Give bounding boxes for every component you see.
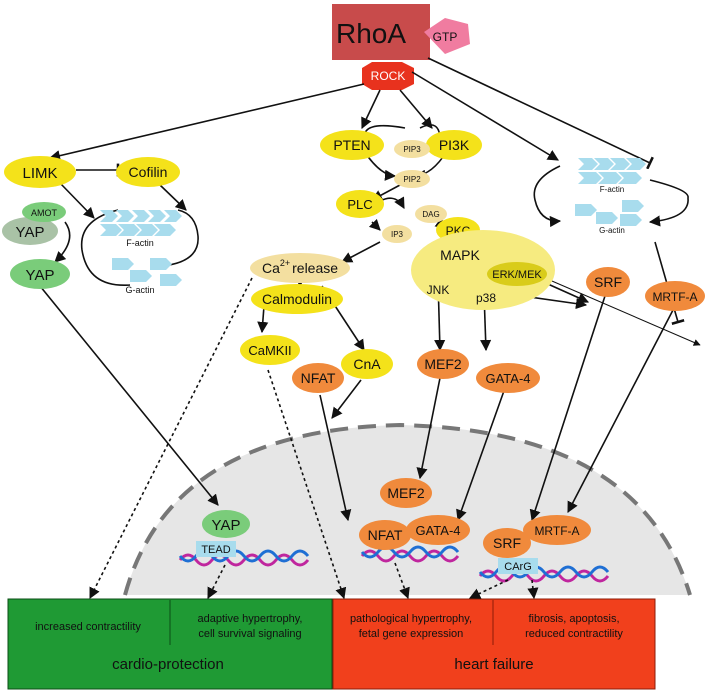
dag-node xyxy=(415,205,447,223)
rhoa-box xyxy=(332,4,430,60)
mrtfa-cyto-label: MRTF-A xyxy=(652,290,697,304)
srf-nuc-node xyxy=(483,528,531,558)
carg-label: CArG xyxy=(504,561,532,573)
camkii-node xyxy=(240,335,300,365)
pip2-label: PIP2 xyxy=(403,175,421,184)
pten-label: PTEN xyxy=(333,137,370,153)
pi3k-node xyxy=(426,130,482,160)
gactin-left-label: G-actin xyxy=(125,285,154,295)
gactin-right xyxy=(575,200,644,226)
cna-node xyxy=(341,349,393,379)
fibrosis-line1: fibrosis, apoptosis, xyxy=(528,613,619,625)
factin-left-label: F-actin xyxy=(126,238,154,248)
factin-right xyxy=(578,158,646,184)
pip3-label: PIP3 xyxy=(403,145,421,154)
pip3-node xyxy=(394,140,430,158)
rock-shape xyxy=(362,62,414,90)
yap-nuc-label: YAP xyxy=(212,517,241,534)
increased-contractility-text: increased contractility xyxy=(35,621,141,633)
pip2-node xyxy=(394,170,430,188)
calmodulin-node xyxy=(251,284,343,314)
srf-nuc-label: SRF xyxy=(493,535,521,551)
mef2-cyto-node xyxy=(417,349,469,379)
cofilin-label: Cofilin xyxy=(129,164,168,180)
heart-failure-box xyxy=(332,598,656,690)
plc-node xyxy=(336,190,384,218)
yap-free-node xyxy=(10,259,70,289)
gata4-nuc-label: GATA-4 xyxy=(415,523,460,538)
dag-label: DAG xyxy=(422,210,439,219)
p38-label: p38 xyxy=(476,291,496,305)
yap-nuc-node xyxy=(202,510,250,538)
nfat-cyto-node xyxy=(292,363,344,393)
limk-label: LIMK xyxy=(22,165,57,182)
adaptive-hypertrophy-line1: adaptive hypertrophy, xyxy=(198,613,303,625)
gata4-nuc-node xyxy=(406,515,470,545)
mef2-cyto-label: MEF2 xyxy=(424,356,462,372)
srf-cyto-label: SRF xyxy=(594,274,622,290)
factin-left xyxy=(100,210,182,236)
rhoa-label: RhoA xyxy=(336,18,406,49)
nfat-nuc-label: NFAT xyxy=(368,527,403,543)
erk-mek-node xyxy=(487,262,547,286)
tead-box xyxy=(196,541,236,557)
gactin-right-label: G-actin xyxy=(599,226,625,235)
mrtfa-nuc-label: MRTF-A xyxy=(534,524,579,538)
srf-cyto-node xyxy=(586,267,630,297)
nuclear-membrane xyxy=(123,422,692,596)
cna-label: CnA xyxy=(353,356,381,372)
mapk-label: MAPK xyxy=(440,247,480,263)
calmodulin-label: Calmodulin xyxy=(262,291,332,307)
ip3-node xyxy=(382,225,412,243)
dna-middle xyxy=(360,545,460,563)
mef2-nuc-label: MEF2 xyxy=(387,485,425,501)
fibrosis-line2: reduced contractility xyxy=(525,628,623,640)
cofilin-node xyxy=(116,157,180,187)
rock-label: ROCK xyxy=(371,69,406,83)
tead-label: TEAD xyxy=(201,544,230,556)
plc-label: PLC xyxy=(347,197,372,212)
gata4-cyto-label: GATA-4 xyxy=(485,371,530,386)
carg-box xyxy=(498,558,538,574)
amot-node xyxy=(22,202,66,222)
gactin-left xyxy=(112,258,182,286)
nfat-cyto-label: NFAT xyxy=(301,370,336,386)
factin-right-label: F-actin xyxy=(600,185,624,194)
yap-free-label: YAP xyxy=(26,267,55,284)
mef2-nuc-node xyxy=(380,478,432,508)
pi3k-label: PI3K xyxy=(439,137,470,153)
ca-release-label: Ca2+release xyxy=(262,258,338,276)
mrtfa-cyto-node xyxy=(645,281,705,311)
nfat-nuc-node xyxy=(359,520,411,550)
adaptive-hypertrophy-line2: cell survival signaling xyxy=(198,628,301,640)
heart-failure-label: heart failure xyxy=(454,656,533,673)
amot-label: AMOT xyxy=(31,208,58,218)
gtp-label: GTP xyxy=(433,30,458,44)
yap-bound-node xyxy=(2,217,58,245)
jnk-label: JNK xyxy=(427,283,450,297)
gtp-shape xyxy=(424,18,470,54)
cardio-protection-label: cardio-protection xyxy=(112,656,224,673)
ip3-label: IP3 xyxy=(391,230,404,239)
camkii-label: CaMKII xyxy=(248,343,291,358)
yap-bound-label: YAP xyxy=(16,224,45,241)
erk-mek-label: ERK/MEK xyxy=(492,269,542,281)
pathological-hypertrophy-line1: pathological hypertrophy, xyxy=(350,613,472,625)
limk-node xyxy=(4,156,76,188)
mrtfa-nuc-node xyxy=(523,515,591,545)
ca-release-node xyxy=(250,253,350,283)
pten-node xyxy=(320,130,384,160)
pathological-hypertrophy-line2: fetal gene expression xyxy=(359,628,464,640)
mapk-blob xyxy=(411,230,555,310)
gata4-cyto-node xyxy=(476,363,540,393)
